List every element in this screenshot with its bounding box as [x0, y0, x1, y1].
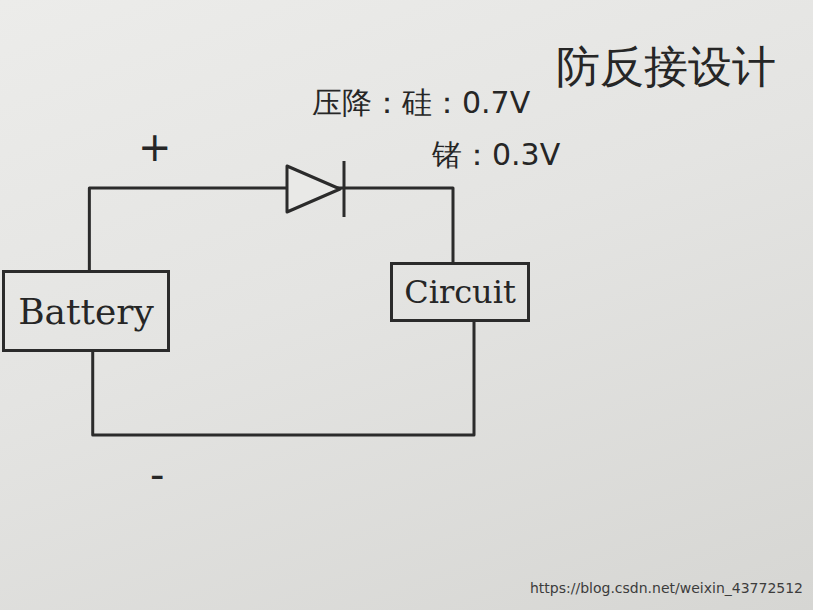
circuit-box: Circuit — [390, 262, 530, 322]
battery-box: Battery — [2, 270, 170, 352]
diode-bar — [343, 161, 346, 217]
watermark: https://blog.csdn.net/weixin_43772512 — [530, 580, 803, 596]
voltage-note: 压降：硅：0.7V — [312, 86, 530, 121]
box-label: Circuit — [404, 273, 516, 311]
voltage-note: 锗：0.3V — [432, 138, 560, 173]
polarity-mark: + — [138, 124, 172, 170]
box-label: Battery — [18, 291, 154, 332]
title-note: 防反接设计 — [556, 42, 776, 93]
wire — [93, 322, 474, 435]
wire — [89, 188, 453, 270]
polarity-mark: - — [150, 452, 164, 498]
diode-symbol — [287, 161, 344, 217]
diode-triangle — [287, 166, 340, 212]
